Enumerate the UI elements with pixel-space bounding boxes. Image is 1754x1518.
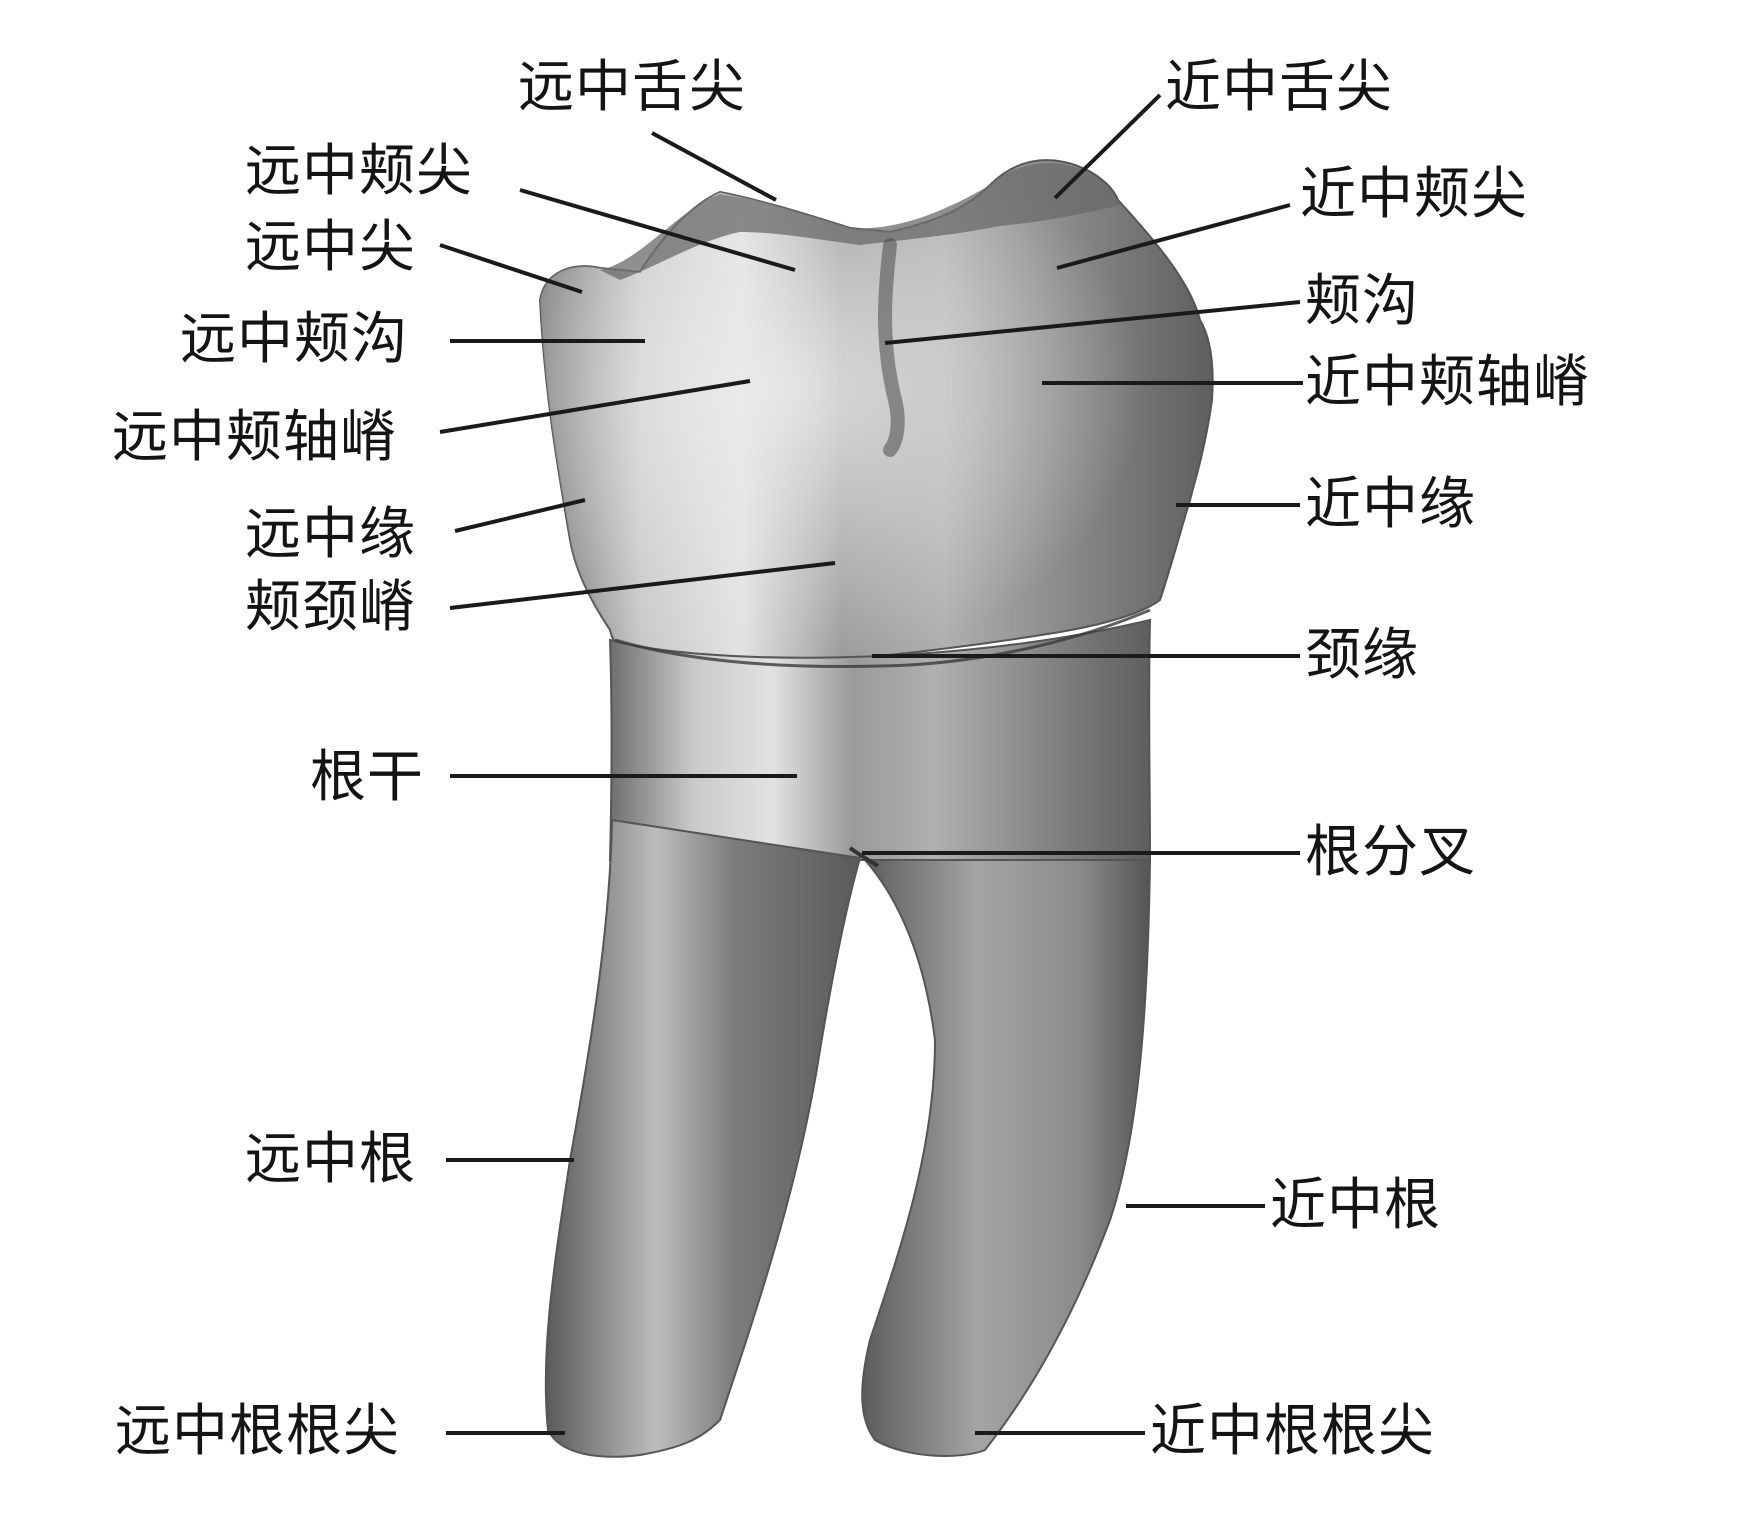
label-distal-lingual-cusp: 远中舌尖 [518, 55, 746, 120]
label-mesial-lingual-cusp: 近中舌尖 [1165, 55, 1393, 120]
occlusal-rim [600, 162, 1120, 280]
label-distal-cusp: 远中尖 [245, 215, 416, 280]
root-trunk [608, 618, 1152, 861]
label-distal-root-apex: 远中根根尖 [115, 1399, 400, 1464]
distal-root [544, 818, 862, 1458]
label-mesial-root: 近中根 [1270, 1173, 1441, 1238]
mesial-root [861, 859, 1152, 1457]
label-buccal-cervical-ridge: 颊颈嵴 [245, 575, 416, 640]
cervical-line-mark [614, 608, 1151, 668]
label-distobuccal-axial-ridge: 远中颊轴嵴 [112, 405, 397, 470]
label-distobuccal-cusp: 远中颊尖 [245, 139, 473, 204]
label-distal-root: 远中根 [245, 1127, 416, 1192]
label-distal-margin: 远中缘 [245, 502, 416, 567]
buccal-groove [878, 238, 905, 457]
label-buccal-groove: 颊沟 [1305, 269, 1419, 334]
label-distobuccal-groove: 远中颊沟 [180, 307, 408, 372]
label-cervical-line: 颈缘 [1305, 623, 1419, 688]
leader-lines [439, 93, 1303, 1435]
label-mesial-margin: 近中缘 [1305, 472, 1476, 537]
label-root-trunk: 根干 [310, 745, 424, 810]
label-root-furcation: 根分叉 [1305, 820, 1476, 885]
label-mesial-root-apex: 近中根根尖 [1150, 1399, 1435, 1464]
label-mesiobuccal-axial-ridge: 近中颊轴嵴 [1305, 350, 1590, 415]
label-mesiobuccal-cusp: 近中颊尖 [1300, 162, 1528, 227]
